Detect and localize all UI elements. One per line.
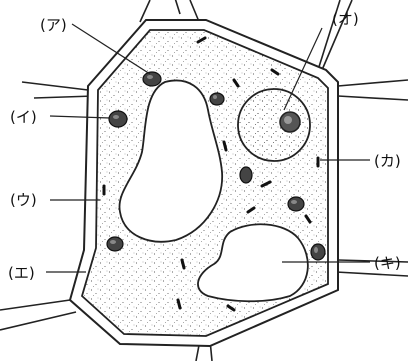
label-ki: (キ) <box>374 254 401 272</box>
nucleolus-highlight <box>284 116 292 124</box>
chloroplast <box>210 93 224 105</box>
chloroplast <box>311 244 325 260</box>
label-o: (オ) <box>332 10 359 28</box>
label-u: (ウ) <box>10 191 37 209</box>
chloroplast <box>143 72 161 86</box>
chloroplast <box>288 197 304 211</box>
chloroplast <box>109 111 127 127</box>
label-a: (ア) <box>40 16 67 34</box>
chloroplast <box>240 167 252 183</box>
chloroplast <box>107 237 123 251</box>
label-i: (イ) <box>10 108 37 126</box>
label-e: (エ) <box>8 264 35 282</box>
label-ka: (カ) <box>374 152 401 170</box>
